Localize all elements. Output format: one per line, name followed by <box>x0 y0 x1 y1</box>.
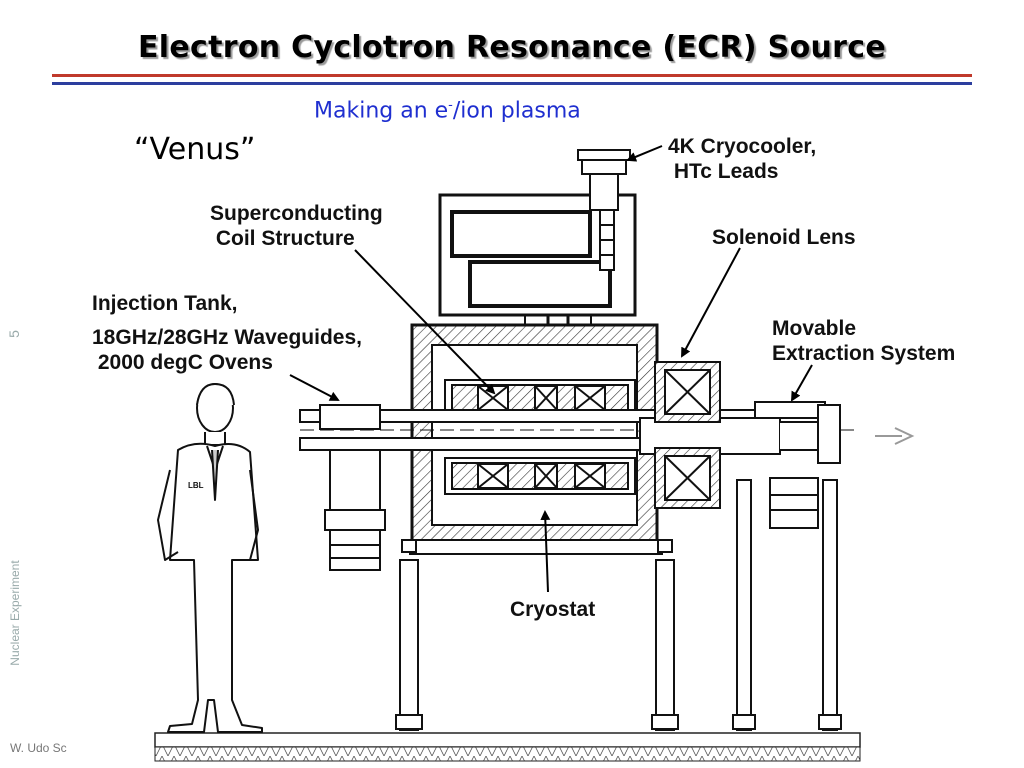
support-legs <box>395 479 842 731</box>
title-rule-red <box>52 74 972 77</box>
arrow-extraction <box>791 364 813 402</box>
slide-title: Electron Cyclotron Resonance (ECR) Sourc… <box>138 30 886 65</box>
label-superconducting-coil: Superconducting Coil Structure <box>210 202 383 250</box>
source-name: “Venus” <box>134 132 256 167</box>
subtitle-rest: /ion plasma <box>452 98 581 124</box>
arrow-cryostat <box>540 510 551 593</box>
subtitle-superscript: - <box>448 98 453 113</box>
side-label: Nuclear Experiment <box>8 560 22 666</box>
arrow-cryocooler <box>626 145 663 162</box>
label-injection-tank: Injection Tank, <box>92 292 238 315</box>
subtitle: Making an e-/ion plasma <box>314 98 581 123</box>
extraction-system <box>754 401 841 529</box>
label-solenoid-lens: Solenoid Lens <box>712 226 856 249</box>
slide-number: 5 <box>6 330 22 338</box>
injection-tank <box>319 404 386 571</box>
label-cryostat: Cryostat <box>510 598 596 621</box>
arrow-solenoid <box>681 247 741 358</box>
floor <box>154 732 861 762</box>
cryostat-body <box>409 323 663 555</box>
arrow-superconducting <box>354 249 496 395</box>
label-cryocooler: 4K Cryocooler, HTc Leads <box>668 135 817 183</box>
scientist-figure <box>157 383 263 733</box>
coat-badge: LBL <box>188 481 204 490</box>
subtitle-main: Making an e <box>314 98 449 124</box>
author-footer: W. Udo Sc <box>10 741 67 755</box>
leader-arrows <box>289 145 813 593</box>
label-extraction-system: Movable Extraction System <box>772 317 956 365</box>
title-rule-blue <box>52 82 972 85</box>
label-waveguides-ovens: 18GHz/28GHz Waveguides, 2000 degC Ovens <box>92 326 362 374</box>
arrow-injection <box>289 374 340 401</box>
solenoid-lens <box>654 361 721 509</box>
